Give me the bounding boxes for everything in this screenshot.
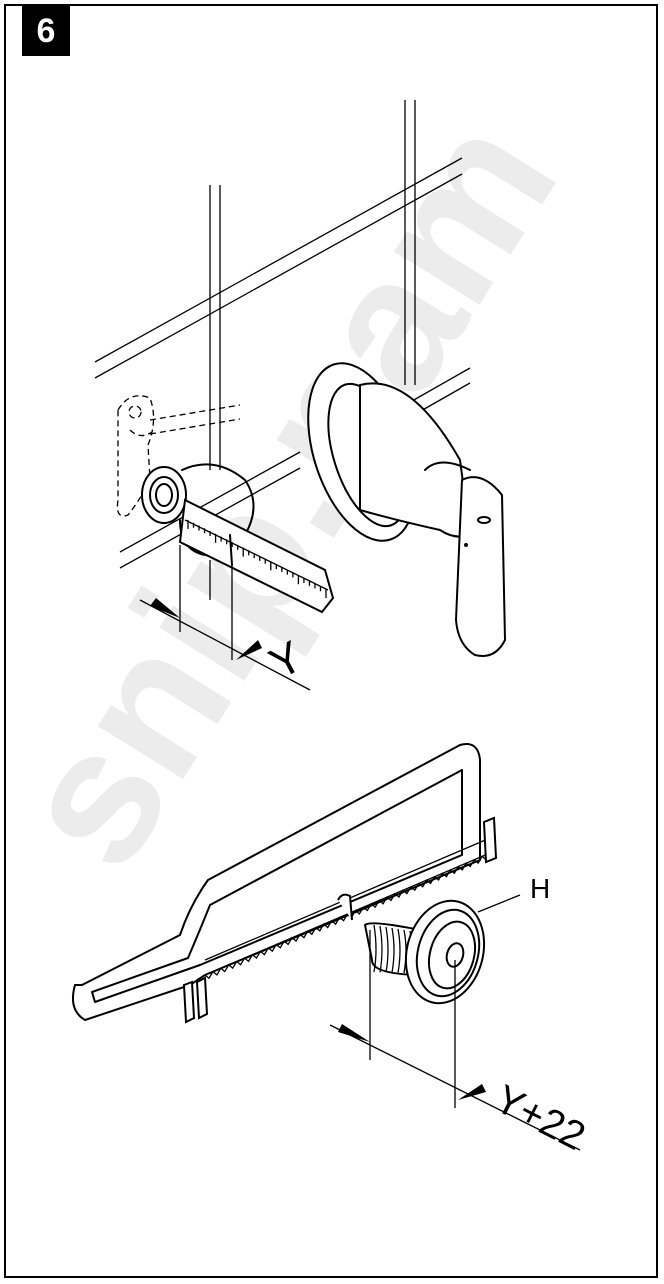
step-number-badge: 6 xyxy=(22,6,70,56)
measuring-ruler xyxy=(178,498,335,614)
watermark: snip.nam xyxy=(0,82,597,902)
dimension-y-plus-22-label: Y+22 xyxy=(488,1077,592,1159)
mixer-handle xyxy=(307,362,507,657)
part-h: H xyxy=(337,873,550,1005)
part-h-label: H xyxy=(530,873,550,904)
hacksaw xyxy=(72,743,498,1024)
figure-frame xyxy=(4,4,658,1278)
